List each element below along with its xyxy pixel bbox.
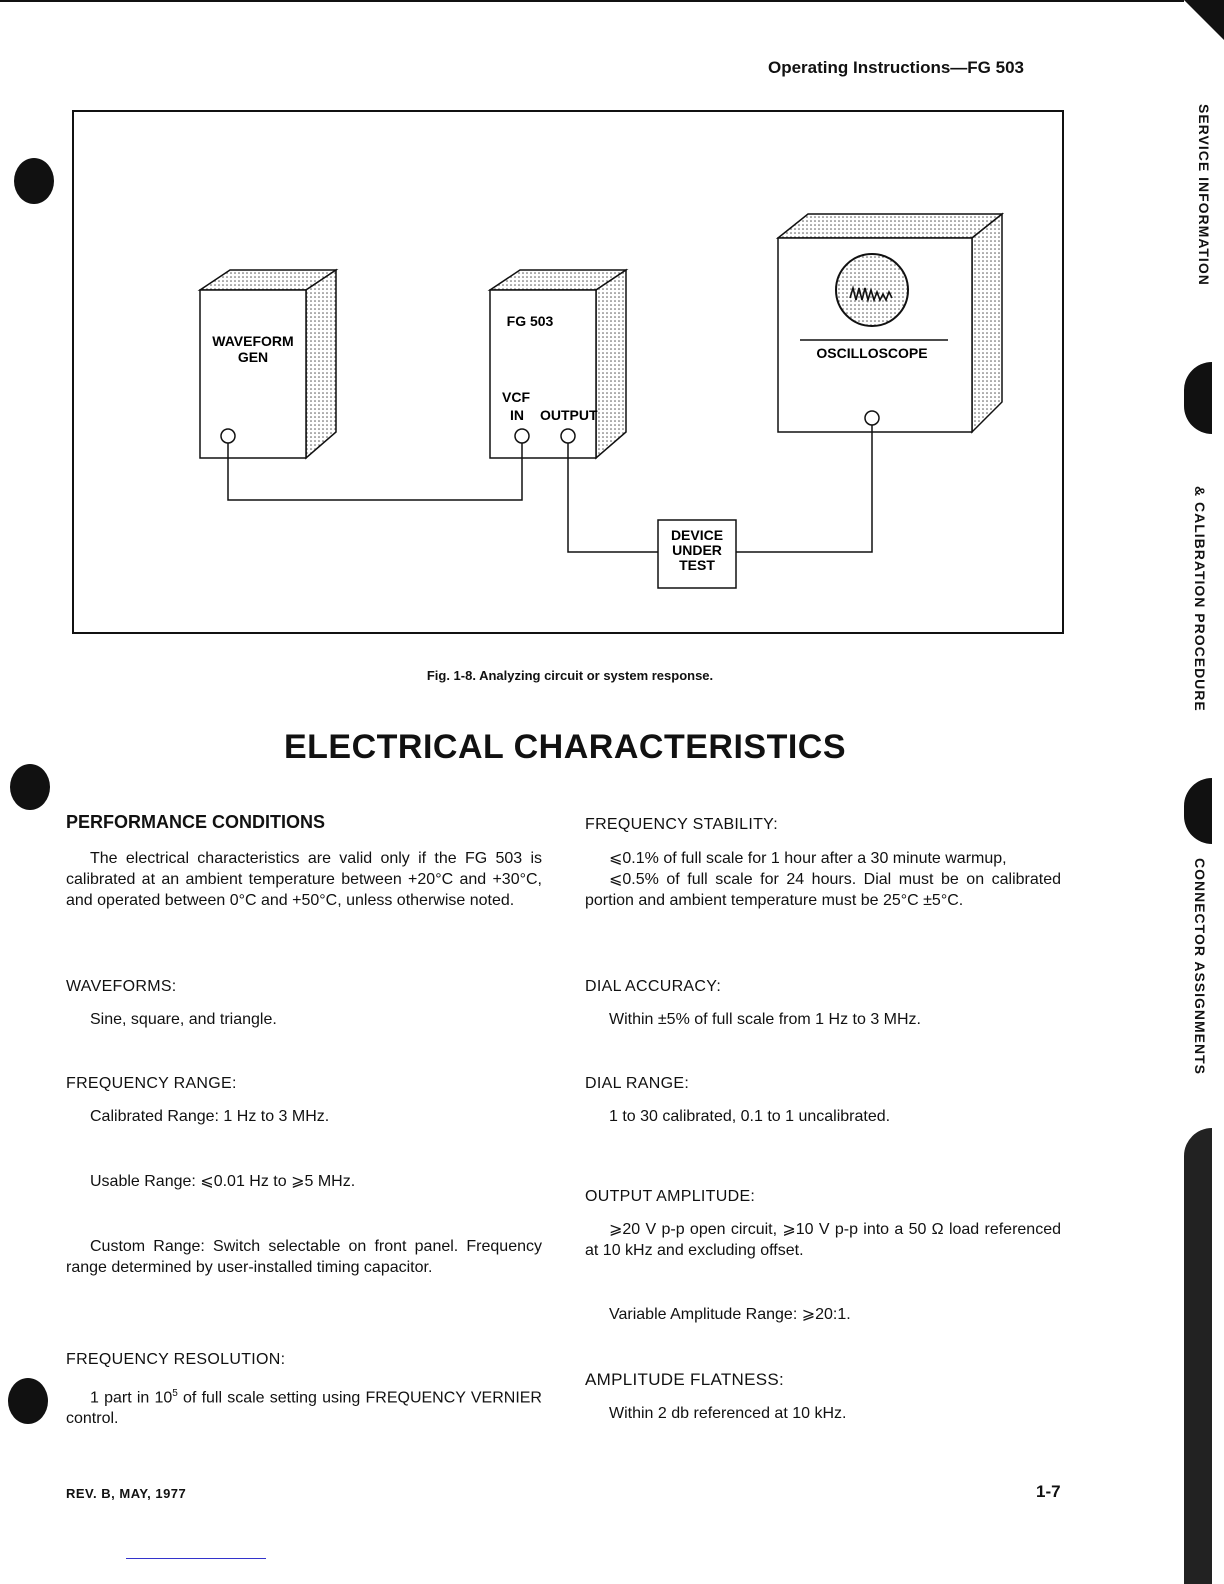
output-amplitude-heading: OUTPUT AMPLITUDE: (585, 1188, 756, 1205)
fg503-label: FG 503 (507, 313, 554, 329)
frequency-stability-text-1: ⩽0.1% of full scale for 1 hour after a 3… (609, 850, 1007, 867)
binder-hole-bottom (8, 1378, 48, 1424)
custom-range-text: Custom Range: Switch selectable on front… (66, 1238, 542, 1276)
waveform-gen-label-1: WAVEFORM (212, 333, 293, 349)
circuit-diagram: WAVEFORM GEN FG 503 VCF IN OUTPUT OSCILL… (197, 212, 1005, 589)
performance-text: The electrical characteristics are valid… (66, 850, 542, 909)
figure-caption: Fig. 1-8. Analyzing circuit or system re… (426, 668, 714, 683)
waveforms-heading: WAVEFORMS: (66, 978, 177, 995)
calibrated-range-text: Calibrated Range: 1 Hz to 3 MHz. (90, 1108, 330, 1125)
device-under-test-box: DEVICE UNDER TEST (657, 519, 737, 589)
binder-hole-top (14, 158, 54, 204)
side-tab-calibration: & CALIBRATION PROCEDURE (1192, 486, 1208, 712)
side-tab-connector: CONNECTOR ASSIGNMENTS (1192, 858, 1208, 1076)
output-amplitude-text: ⩾20 V p-p open circuit, ⩾10 V p-p into a… (585, 1221, 1061, 1259)
page-header: Operating Instructions—FG 503 (768, 58, 1024, 77)
side-tab-marker-2 (1184, 778, 1212, 844)
frequency-stability-heading: FREQUENCY STABILITY: (585, 816, 779, 833)
corner-tab (1184, 0, 1224, 40)
waveform-trace-icon (849, 284, 893, 304)
dut-label-3: TEST (679, 557, 715, 573)
vcf-in-connector (514, 428, 530, 444)
binder-hole-middle (10, 764, 50, 810)
dial-range-text: 1 to 30 calibrated, 0.1 to 1 uncalibrate… (609, 1108, 891, 1125)
oscilloscope-label: OSCILLOSCOPE (816, 345, 927, 361)
dial-range-heading: DIAL RANGE: (585, 1075, 690, 1092)
output-connector (560, 428, 576, 444)
amplitude-flatness-heading: AMPLITUDE FLATNESS: (585, 1370, 785, 1389)
bottom-rule (126, 1558, 266, 1559)
side-tab-marker-3 (1184, 1128, 1212, 1584)
waveforms-text: Sine, square, and triangle. (90, 1011, 277, 1028)
dial-accuracy-text: Within ±5% of full scale from 1 Hz to 3 … (609, 1011, 921, 1028)
frequency-stability-text-2: ⩽0.5% of full scale for 24 hours. Dial m… (585, 871, 1061, 909)
output-label: OUTPUT (540, 407, 598, 423)
frequency-resolution-text: 1 part in 105 of full scale setting usin… (66, 1388, 542, 1428)
revision-note: REV. B, MAY, 1977 (66, 1486, 187, 1501)
dial-accuracy-heading: DIAL ACCURACY: (585, 978, 722, 995)
oscilloscope-connector (864, 410, 880, 426)
amplitude-flatness-text: Within 2 db referenced at 10 kHz. (609, 1405, 847, 1422)
oscilloscope-box: OSCILLOSCOPE (775, 212, 1005, 434)
frequency-resolution-heading: FREQUENCY RESOLUTION: (66, 1351, 286, 1368)
performance-heading: PERFORMANCE CONDITIONS (66, 812, 326, 832)
oscilloscope-screen (835, 253, 909, 327)
side-tab-marker-1 (1184, 362, 1212, 434)
vcf-label: VCF (502, 389, 530, 405)
frequency-range-heading: FREQUENCY RANGE: (66, 1075, 237, 1092)
vcf-in-label: IN (510, 407, 524, 423)
usable-range-text: Usable Range: ⩽0.01 Hz to ⩾5 MHz. (90, 1173, 356, 1190)
variable-amplitude-text: Variable Amplitude Range: ⩾20:1. (609, 1306, 851, 1323)
dut-label-2: UNDER (672, 542, 722, 558)
connection-wires (227, 425, 873, 553)
dut-label-1: DEVICE (671, 527, 723, 543)
side-tab-service-information: SERVICE INFORMATION (1196, 104, 1212, 286)
figure-frame: WAVEFORM GEN FG 503 VCF IN OUTPUT OSCILL… (72, 110, 1064, 634)
fg503-box: FG 503 VCF IN OUTPUT (487, 268, 629, 460)
top-rule (0, 0, 1184, 2)
section-title: ELECTRICAL CHARACTERISTICS (283, 728, 847, 766)
page-number: 1-7 (1036, 1482, 1061, 1501)
waveform-generator-box: WAVEFORM GEN (197, 268, 339, 460)
waveform-gen-connector (220, 428, 236, 444)
waveform-gen-label-2: GEN (238, 349, 268, 365)
